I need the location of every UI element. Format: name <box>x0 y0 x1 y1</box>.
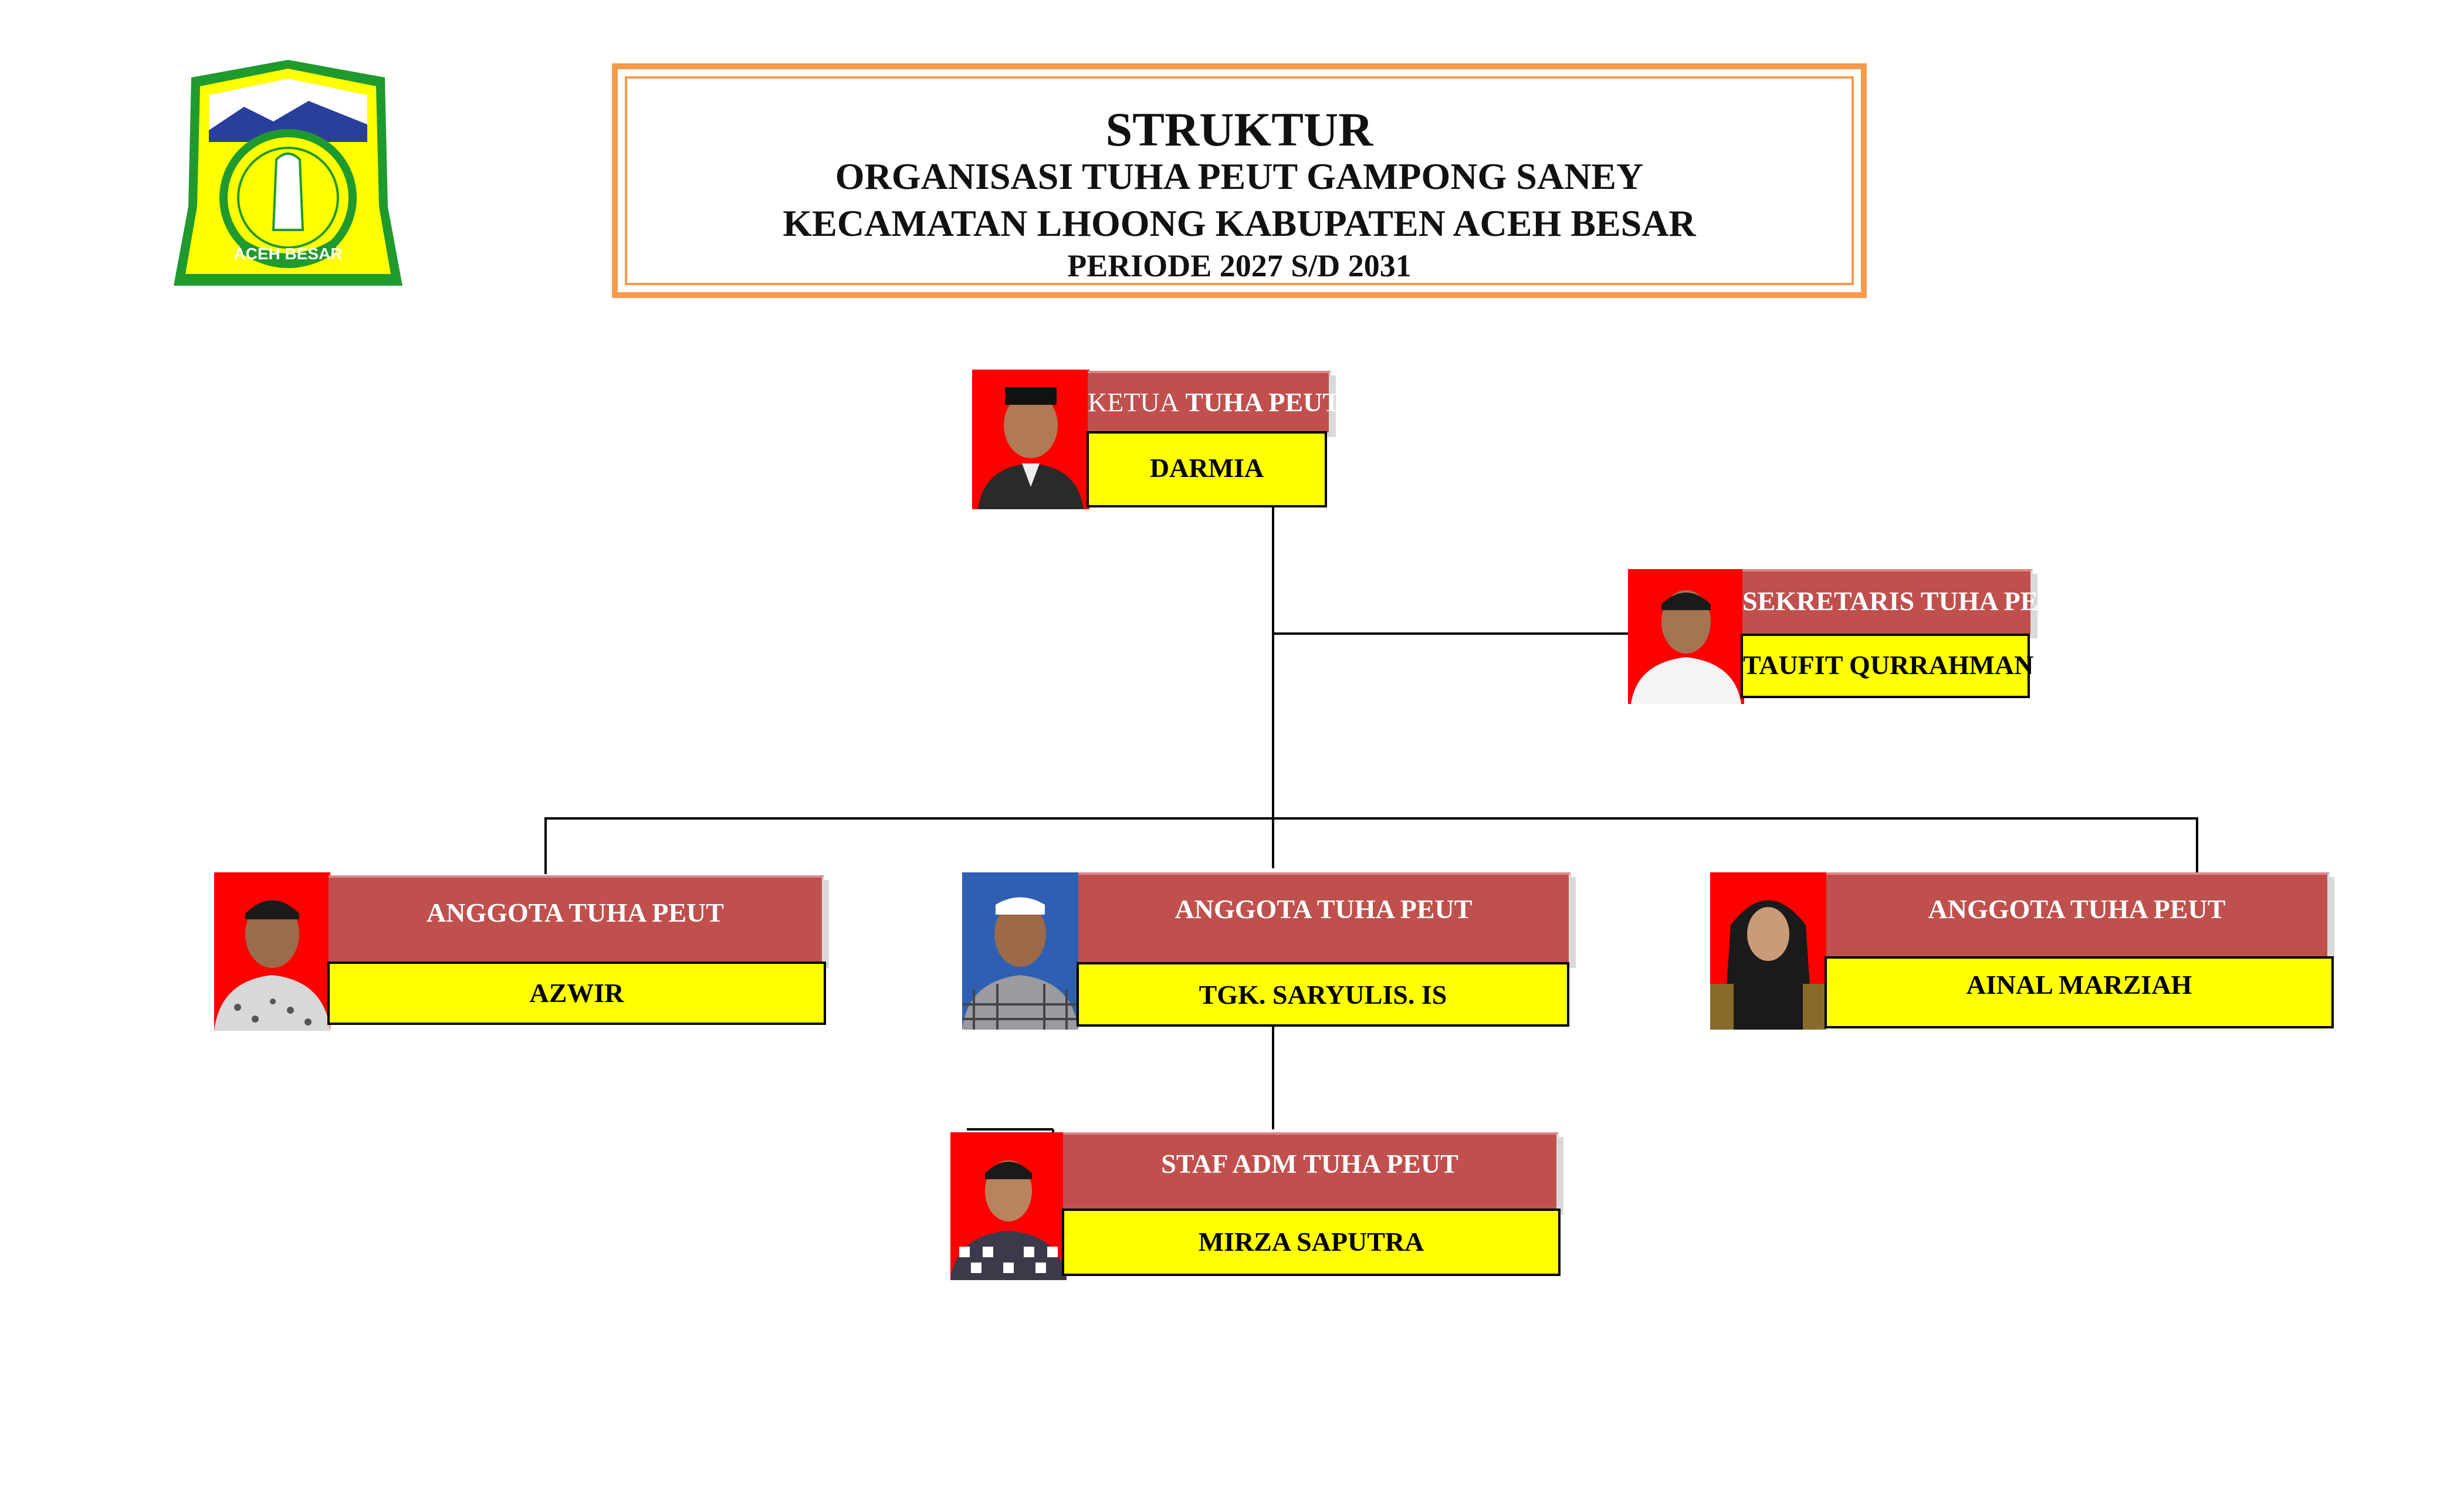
name-anggota-1: AZWIR <box>327 962 826 1025</box>
role-anggota-2: ANGGOTA TUHA PEUT <box>1078 872 1571 963</box>
name-anggota-3: AINAL MARZIAH <box>1825 956 2334 1028</box>
photo-anggota-3 <box>1710 872 1826 1030</box>
name-ketua: DARMIA <box>1087 431 1327 507</box>
title-inner-frame: STRUKTUR ORGANISASI TUHA PEUT GAMPONG SA… <box>625 76 1854 285</box>
photo-ketua <box>972 370 1089 509</box>
aceh-besar-crest-icon: ACEH BESAR <box>174 60 402 286</box>
name-sekretaris: TAUFIT QURRAHMAN <box>1741 634 2033 698</box>
name-staf: MIRZA SAPUTRA <box>1062 1209 1561 1276</box>
role-ketua: KETUA TUHA PEUT <box>1088 371 1341 432</box>
svg-text:ACEH BESAR: ACEH BESAR <box>233 245 342 263</box>
title-line-1: STRUKTUR <box>1105 103 1373 156</box>
title-line-2: ORGANISASI TUHA PEUT GAMPONG SANEY <box>835 155 1644 197</box>
role-anggota-3: ANGGOTA TUHA PEUT <box>1826 872 2330 957</box>
title-box: STRUKTUR ORGANISASI TUHA PEUT GAMPONG SA… <box>612 63 1867 298</box>
role-anggota-1: ANGGOTA TUHA PEUT <box>329 875 824 963</box>
role-staf: STAF ADM TUHA PEUT <box>1063 1132 1559 1210</box>
photo-staf <box>950 1132 1067 1280</box>
name-anggota-2: TGK. SARYULIS. IS <box>1077 962 1569 1027</box>
photo-sekretaris <box>1628 569 1744 704</box>
photo-anggota-2 <box>962 872 1078 1030</box>
role-sekretaris: SEKRETARIS TUHA PEUT <box>1742 569 2076 634</box>
title-line-3: KECAMATAN LHOONG KABUPATEN ACEH BESAR <box>783 202 1696 244</box>
photo-anggota-1 <box>214 872 330 1031</box>
title-line-4: PERIODE 2027 S/D 2031 <box>1067 248 1412 283</box>
